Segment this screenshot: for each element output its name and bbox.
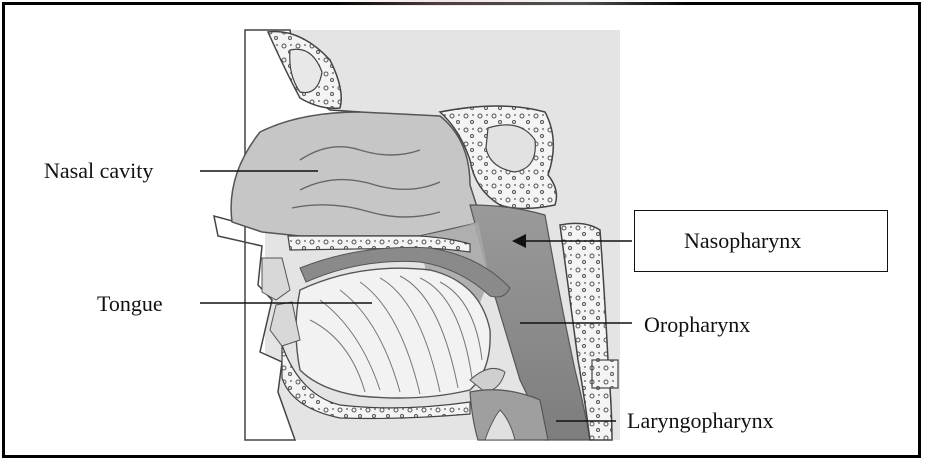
label-nasopharynx: Nasopharynx <box>684 230 801 252</box>
label-oropharynx: Oropharynx <box>644 314 750 336</box>
label-tongue: Tongue <box>97 293 163 315</box>
vertebra-segment <box>592 360 618 388</box>
nasal-cavity-region <box>231 112 482 236</box>
label-nasal-cavity: Nasal cavity <box>44 160 153 182</box>
label-laryngopharynx: Laryngopharynx <box>627 410 774 432</box>
